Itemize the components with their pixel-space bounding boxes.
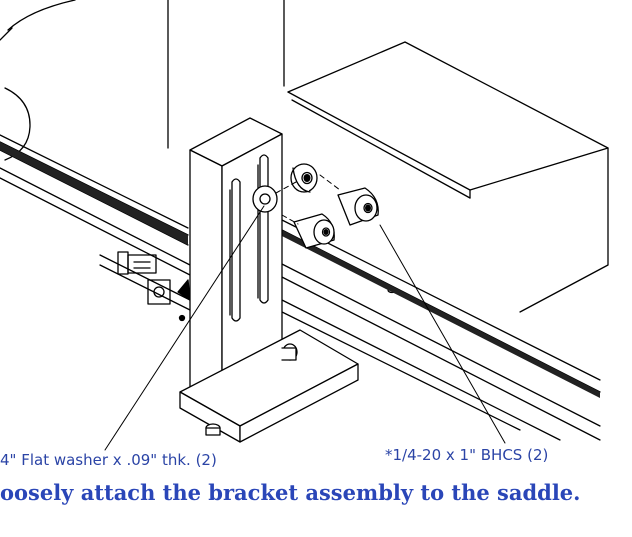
rear-panel	[0, 0, 285, 161]
saddle-block	[287, 41, 609, 313]
washer-callout-label: 4" Flat washer x .09" thk. (2)	[0, 451, 217, 469]
bracket-base	[179, 329, 359, 443]
rail-end-hardware	[117, 251, 191, 322]
alignment-lines	[275, 174, 341, 225]
leader-lines	[104, 205, 506, 451]
bhcs-screws	[293, 187, 379, 249]
bhcs-callout-label: *1/4-20 x 1" BHCS (2)	[385, 446, 549, 464]
screw-sockets	[303, 174, 371, 235]
flat-washers	[252, 163, 318, 213]
rail-groove-fill	[0, 142, 600, 398]
instruction-caption: oosely attach the bracket assembly to th…	[0, 480, 581, 505]
